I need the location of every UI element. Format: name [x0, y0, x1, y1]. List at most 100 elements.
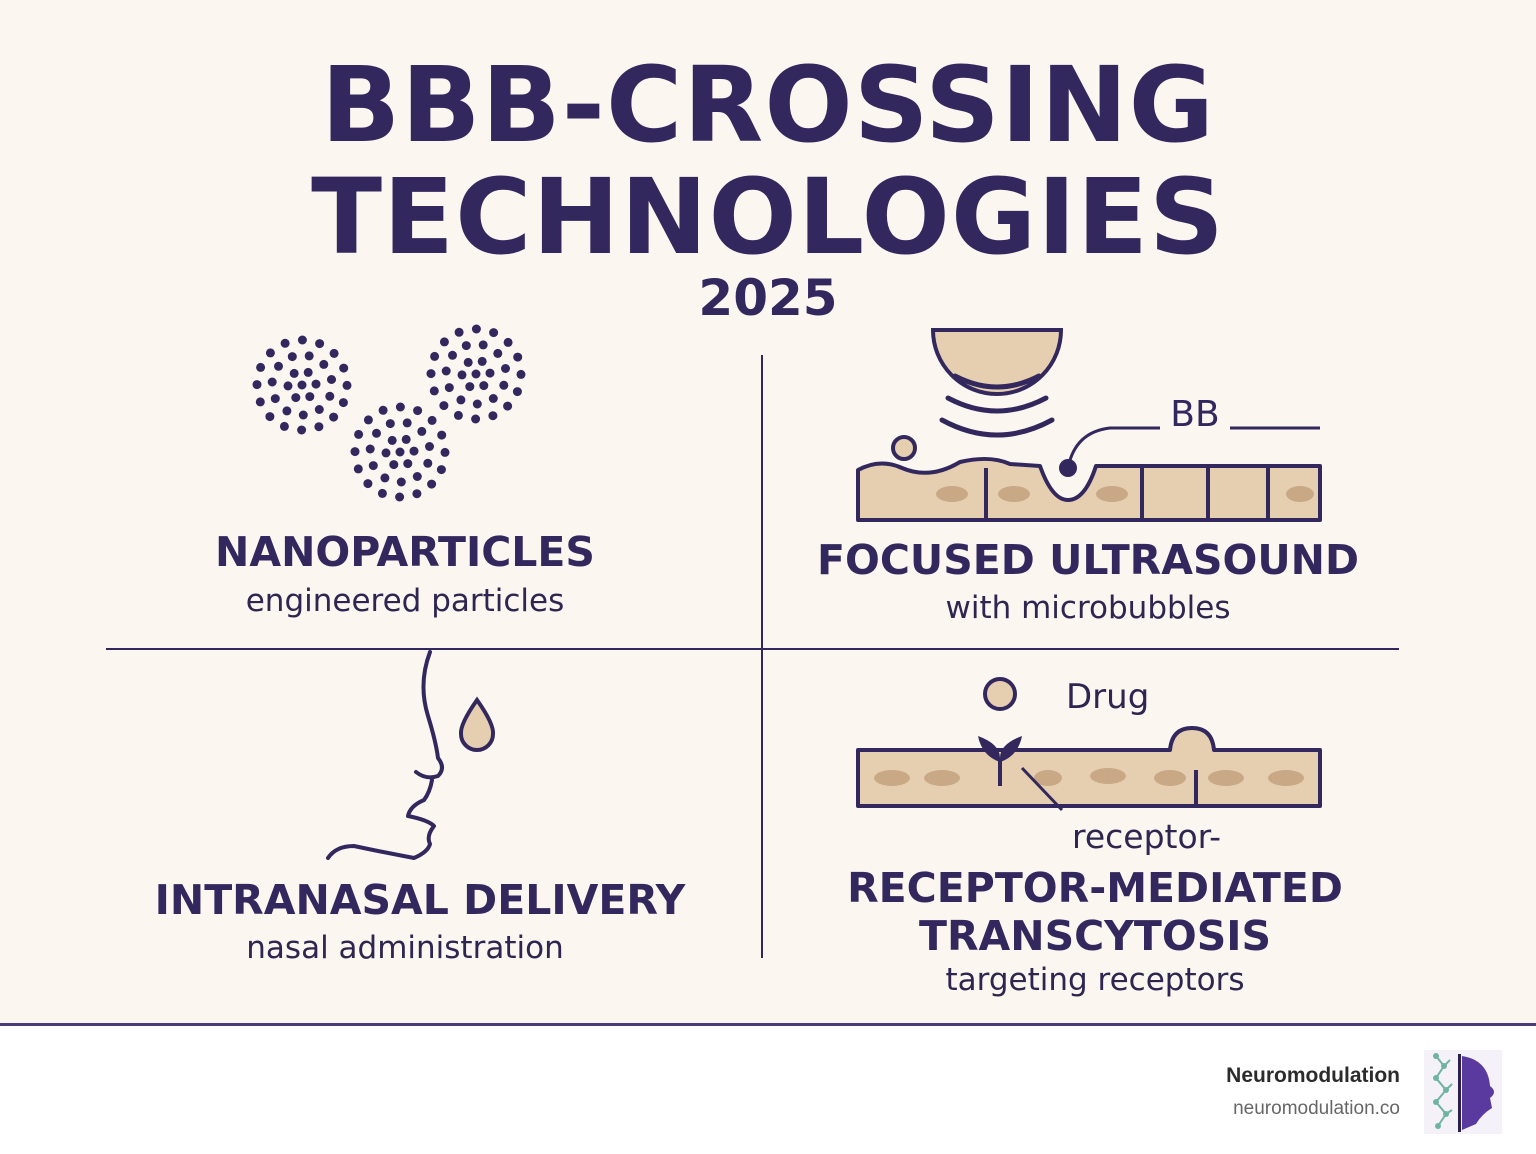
nanoparticle-dot [499, 380, 509, 390]
nanoparticle-dot [256, 362, 266, 372]
intranasal-subtitle: nasal administration [246, 930, 564, 966]
nanoparticle-dot [280, 338, 290, 348]
nanoparticle-dot [437, 430, 447, 440]
brand-name: Neuromodulation [1226, 1064, 1400, 1087]
nanoparticle-dot [274, 361, 283, 371]
brand-url: neuromodulation.co [1233, 1098, 1400, 1119]
nanoparticle-dot [409, 446, 419, 456]
nanoparticle-dot [304, 351, 314, 361]
nanoparticle-dot [377, 488, 387, 498]
nanoparticle-dot [387, 435, 397, 445]
nanoparticle-dot [305, 392, 315, 402]
nanoparticle-dot [303, 367, 313, 377]
nanoparticle-dot [436, 465, 446, 475]
nanoparticle-dot [363, 479, 373, 489]
nanoparticle-dot [315, 339, 325, 349]
nanoparticle-dot [512, 387, 522, 397]
nanoparticle-dot [423, 458, 433, 468]
footer [0, 1026, 1536, 1154]
nanoparticle-dot [297, 380, 307, 390]
receptor-icon [978, 736, 1022, 762]
nanoparticle-dot [477, 356, 487, 366]
nanoparticle-dot [297, 425, 307, 435]
nanoparticle-dot [255, 397, 265, 407]
nanoparticle-dot [368, 461, 378, 471]
nanoparticle-dot [471, 369, 481, 379]
nanoparticle-dot [291, 393, 301, 403]
nanoparticle-dot [329, 348, 339, 358]
receptor-label: receptor- [1072, 817, 1221, 856]
nanoparticle-dot [267, 377, 277, 387]
nanoparticle-dot [389, 460, 399, 470]
nanoparticle-dot [493, 348, 503, 358]
nanoparticle-dot [488, 411, 498, 421]
droplet-icon [458, 696, 496, 752]
nanoparticle-dot [463, 357, 473, 367]
intranasal-label: INTRANASAL DELIVERY [154, 876, 686, 924]
nanoparticle-dot [353, 464, 363, 474]
nanoparticle-dot [327, 375, 336, 384]
nanoparticle-dot [378, 405, 388, 415]
nanoparticle-dot [441, 366, 451, 376]
nanoparticles-label: NANOPARTICLES [215, 528, 595, 576]
nanoparticle-dot [427, 415, 437, 425]
nanoparticle-dot [270, 394, 280, 404]
nanoparticle-dot [289, 368, 299, 378]
nanoparticle-dot [439, 401, 449, 411]
nanoparticle-dot [325, 391, 335, 401]
nanoparticle-dot [319, 359, 329, 369]
nanoparticle-dot [402, 418, 412, 428]
horizontal-divider [106, 648, 1399, 650]
nanoparticle-dot [396, 477, 406, 487]
nanoparticle-dot [329, 412, 339, 422]
focused-ultrasound-label: FOCUSED ULTRASOUND [816, 536, 1359, 584]
focused-ultrasound-subtitle: with microbubbles [945, 590, 1231, 626]
title-line-2: TECHNOLOGIES [311, 156, 1225, 278]
nanoparticle-dot [454, 327, 464, 337]
nanoparticle-dot [311, 379, 321, 389]
nanoparticle-dot [488, 394, 498, 403]
nanoparticle-dot [252, 380, 262, 390]
nanoparticle-dot [403, 459, 413, 469]
nanoparticle-dot [381, 448, 391, 458]
nanoparticle-dot [471, 324, 481, 334]
nanoparticle-dot [385, 419, 395, 429]
nanoparticle-dot [448, 350, 457, 360]
nanoparticle-dot [265, 412, 275, 422]
nanoparticle-dot [430, 351, 440, 361]
nanoparticle-dot [461, 341, 471, 351]
nanoparticle-dot [279, 421, 289, 431]
nanoparticle-dot [372, 428, 381, 438]
title-year: 2025 [698, 269, 838, 327]
nanoparticle-dot [412, 472, 422, 481]
nanoparticle-dot [472, 399, 482, 409]
vertical-divider [761, 355, 763, 958]
nanoparticle-dot [395, 492, 405, 502]
nanoparticle-dot [417, 426, 427, 436]
nanoparticle-dot [287, 352, 297, 362]
nanoparticle-dot [478, 340, 488, 350]
nanoparticle-dot [503, 337, 513, 347]
footer-divider [0, 1023, 1536, 1026]
nanoparticle-dot [453, 410, 463, 420]
drug-particle-icon [983, 677, 1017, 711]
nanoparticle-dot [427, 479, 437, 489]
nanoparticle-dot [339, 363, 349, 373]
nanoparticle-dot [457, 370, 467, 380]
nanoparticle-dot [265, 348, 275, 358]
nanoparticle-dot [401, 434, 411, 444]
nanoparticle-dot [425, 442, 434, 451]
nanoparticle-dot [363, 415, 373, 425]
nanoparticle-dot [439, 337, 449, 347]
nanoparticle-dot [298, 410, 308, 420]
receptor-subtitle: targeting receptors [945, 962, 1245, 998]
nanoparticle-dot [297, 335, 307, 345]
nanoparticle-dot [342, 380, 352, 390]
nanoparticle-dot [426, 369, 436, 379]
nanoparticle-dot [350, 447, 360, 457]
title-line-1: BBB-CROSSING [320, 44, 1216, 166]
